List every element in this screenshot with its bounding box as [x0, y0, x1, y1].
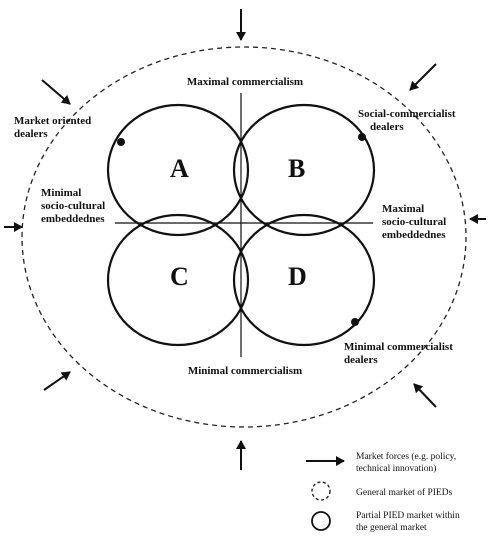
label-market-oriented-1: Market oriented: [14, 115, 91, 127]
legend-arrow-label-1: Market forces (e.g. policy,: [356, 451, 456, 462]
arrow-top-left: [41, 79, 71, 105]
label-market-oriented-2: dealers: [14, 128, 48, 140]
label-maximal-embeddedness-2: socio-cultural: [382, 216, 446, 228]
label-social-commercialist-1: Social-commercialist: [358, 108, 456, 120]
label-maximal-commercialism: Maximal commercialism: [187, 76, 303, 88]
legend: Market forces (e.g. policy, technical in…: [306, 451, 460, 533]
dot-minimal-commercialist: [351, 318, 359, 326]
label-minimal-commercialist-2: dealers: [344, 354, 378, 366]
arrow-bottom-left: [43, 371, 71, 391]
circle-c: [106, 213, 250, 347]
circle-d: [232, 213, 376, 347]
quadrant-d: D: [288, 262, 307, 291]
arrow-top-right: [409, 63, 437, 91]
circle-a: [106, 103, 250, 237]
legend-dashed-circle-icon: [311, 481, 331, 501]
legend-solid-label-1: Partial PIED market within: [356, 511, 460, 521]
general-market-boundary: [21, 46, 467, 428]
label-maximal-embeddedness-3: embeddednes: [382, 229, 446, 241]
label-minimal-commercialism: Minimal commercialism: [188, 365, 302, 377]
label-minimal-embeddedness-1: Minimal: [41, 187, 81, 199]
quadrant-c: C: [170, 262, 189, 291]
label-maximal-embeddedness-1: Maximal: [382, 203, 424, 215]
label-minimal-embeddedness-2: socio-cultural: [41, 200, 105, 212]
arrow-bottom-right: [413, 383, 437, 408]
quadrant-a: A: [170, 154, 189, 183]
label-minimal-commercialist-1: Minimal commercialist: [344, 341, 453, 353]
circle-b: [232, 103, 376, 237]
legend-arrow-label-2: technical innovation): [356, 463, 436, 474]
quadrant-b: B: [288, 154, 305, 183]
label-minimal-embeddedness-3: embeddednes: [41, 213, 105, 225]
legend-solid-label-2: the general market: [356, 523, 427, 533]
dot-market-oriented: [117, 138, 125, 146]
legend-dashed-label: General market of PIEDs: [356, 487, 453, 498]
dot-social-commercialist: [358, 133, 366, 141]
legend-solid-circle-icon: [311, 511, 331, 531]
label-social-commercialist-2: dealers: [370, 121, 404, 133]
